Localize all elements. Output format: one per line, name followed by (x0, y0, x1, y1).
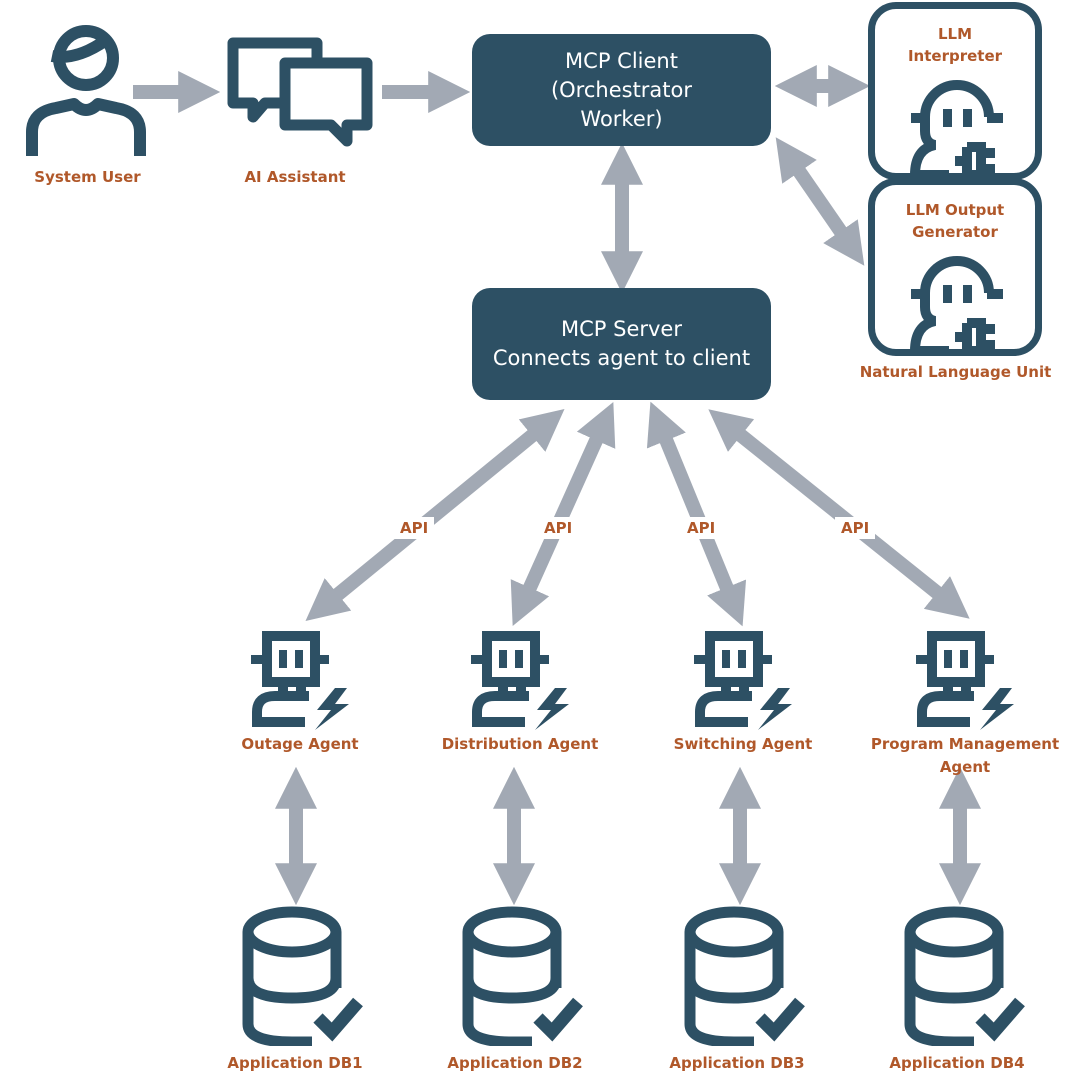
robot-agent-icon (694, 631, 792, 730)
robot-agent-icon (471, 631, 569, 730)
mcp-server-subtitle: Connects agent to client (492, 346, 751, 370)
mcp-server-title: MCP Server (561, 317, 682, 341)
agent-label: Outage Agent (241, 735, 359, 753)
api-label-switching: API (681, 517, 722, 539)
mcp-client-box[interactable]: MCP Client (Orchestrator Worker) (472, 34, 771, 146)
api-label-program: API (835, 517, 876, 539)
system-user-label: System User (34, 168, 141, 186)
arrow-server-program (708, 409, 970, 619)
llm-plug-icon (909, 256, 1003, 355)
mcp-server-box[interactable]: MCP Server Connects agent to client (472, 288, 771, 400)
arrow-server-switching (646, 401, 747, 627)
llm-plug-icon (909, 80, 1003, 179)
nlu-caption: Natural Language Unit (859, 363, 1052, 381)
api-label-outage: API (394, 517, 435, 539)
robot-agent-icon (251, 631, 349, 730)
database-label: Application DB1 (227, 1054, 363, 1072)
database-label: Application DB3 (669, 1054, 805, 1072)
database-check-icon (242, 906, 363, 1046)
agent-label: Switching Agent (673, 735, 813, 753)
ai-assistant-label: AI Assistant (244, 168, 346, 186)
database-label: Application DB4 (889, 1054, 1025, 1072)
mcp-client-subtitle-2: Worker) (580, 106, 663, 131)
database-check-icon (684, 906, 805, 1046)
arrow-server-outage (305, 409, 565, 621)
api-label-distribution: API (538, 517, 579, 539)
robot-agent-icon (916, 631, 1014, 730)
mcp-client-title: MCP Client (565, 48, 678, 73)
mcp-client-subtitle-1: (Orchestrator (550, 77, 693, 102)
database-check-icon (904, 906, 1025, 1046)
chat-bubbles-icon (227, 37, 373, 147)
user-icon (26, 25, 146, 156)
agent-label: Distribution Agent (441, 735, 599, 753)
database-check-icon (462, 906, 583, 1046)
database-label: Application DB2 (447, 1054, 583, 1072)
arrow-client-output-generator (775, 137, 865, 266)
arrow-server-distribution (510, 402, 616, 626)
